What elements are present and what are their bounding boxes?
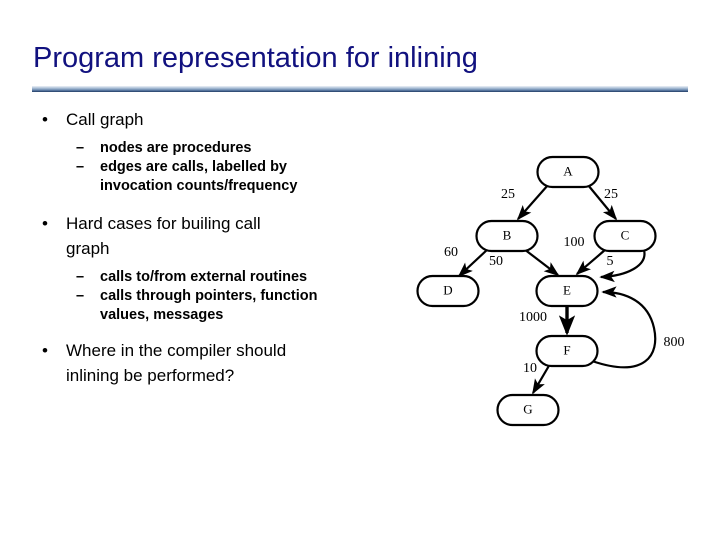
bullet-label-cont: inlining be performed? [66, 366, 235, 385]
node-e-label: E [563, 282, 571, 297]
node-a-label: A [563, 163, 573, 178]
subbullet-external-routines: – calls to/from external routines [33, 268, 393, 287]
subbullet-calls-through-pointers-cont: values, messages [33, 306, 393, 325]
page-title: Program representation for inlining [33, 42, 478, 74]
node-b[interactable]: B [475, 219, 539, 253]
edge-label-a-c: 25 [604, 187, 618, 202]
dash-marker-icon: – [76, 140, 85, 156]
bullet-label: Where in the compiler should [66, 341, 287, 360]
bullet-where-in-compiler-cont: inlining be performed? [33, 364, 393, 387]
subbullet-label: nodes are procedures [100, 140, 252, 156]
node-a[interactable]: A [536, 155, 600, 189]
bullet-label: Call graph [66, 110, 144, 129]
bullet-hard-cases-cont: graph [33, 237, 393, 260]
bullet-label: Hard cases for builing call [66, 214, 261, 233]
edge-label-a-b: 25 [501, 187, 515, 202]
bullet-marker-icon: • [42, 110, 48, 129]
body-content: • Call graph – nodes are procedures – ed… [33, 108, 393, 389]
edge-a-to-c [587, 184, 618, 221]
edge-b-to-e [523, 248, 560, 277]
graph-edges [457, 184, 657, 395]
subbullet-label: calls through pointers, function [100, 288, 318, 304]
edge-a-to-b [516, 184, 549, 221]
subbullet-calls-through-pointers: – calls through pointers, function [33, 287, 393, 306]
bullet-marker-icon: • [42, 341, 48, 360]
edge-c-to-e-5 [599, 249, 646, 283]
edge-c-to-e-100 [575, 248, 607, 276]
subbullet-label-cont: invocation counts/frequency [100, 178, 298, 194]
dash-marker-icon: – [76, 288, 85, 304]
spacer [33, 325, 393, 339]
node-f-label: F [563, 342, 570, 357]
bullet-hard-cases: • Hard cases for builing call [33, 212, 393, 235]
node-c-label: C [621, 227, 630, 242]
bullet-marker-icon: • [42, 214, 48, 233]
subbullet-label-cont: values, messages [100, 307, 224, 323]
edge-b-to-d [457, 248, 489, 278]
dash-marker-icon: – [76, 159, 85, 175]
edge-label-b-d: 60 [444, 245, 458, 260]
node-d-label: D [443, 282, 452, 297]
subbullet-nodes-are-procedures: – nodes are procedures [33, 139, 393, 158]
edge-label-b-e: 50 [489, 254, 503, 269]
edge-label-c-e-100: 100 [564, 235, 585, 250]
dash-marker-icon: – [76, 269, 85, 285]
edge-label-e-f: 1000 [519, 310, 547, 325]
edge-label-f-e: 800 [664, 335, 685, 350]
node-f[interactable]: F [535, 334, 599, 368]
edge-label-c-e-5: 5 [607, 254, 614, 269]
subbullet-edges-are-calls-cont: invocation counts/frequency [33, 177, 393, 196]
graph-edge-labels: 25 25 60 50 100 5 1000 10 800 [444, 187, 685, 376]
node-g[interactable]: G [496, 393, 560, 427]
subbullet-label: calls to/from external routines [100, 269, 308, 285]
node-e[interactable]: E [535, 274, 599, 308]
subbullet-label: edges are calls, labelled by [100, 159, 287, 175]
node-b-label: B [503, 227, 512, 242]
edge-label-f-g: 10 [523, 361, 537, 376]
node-g-label: G [523, 401, 532, 416]
subbullet-edges-are-calls: – edges are calls, labelled by [33, 158, 393, 177]
bullet-where-in-compiler: • Where in the compiler should [33, 339, 393, 362]
edge-f-to-e-recursive [591, 286, 657, 369]
call-graph-diagram: 25 25 60 50 100 5 1000 10 800 A B [400, 140, 710, 440]
bullet-label-cont: graph [66, 239, 110, 258]
edge-f-to-g [532, 363, 551, 395]
node-d[interactable]: D [416, 274, 480, 308]
title-divider [32, 86, 688, 92]
spacer [33, 196, 393, 212]
graph-nodes: A B C D E [416, 155, 657, 427]
node-c[interactable]: C [593, 219, 657, 253]
bullet-call-graph: • Call graph [33, 108, 393, 131]
